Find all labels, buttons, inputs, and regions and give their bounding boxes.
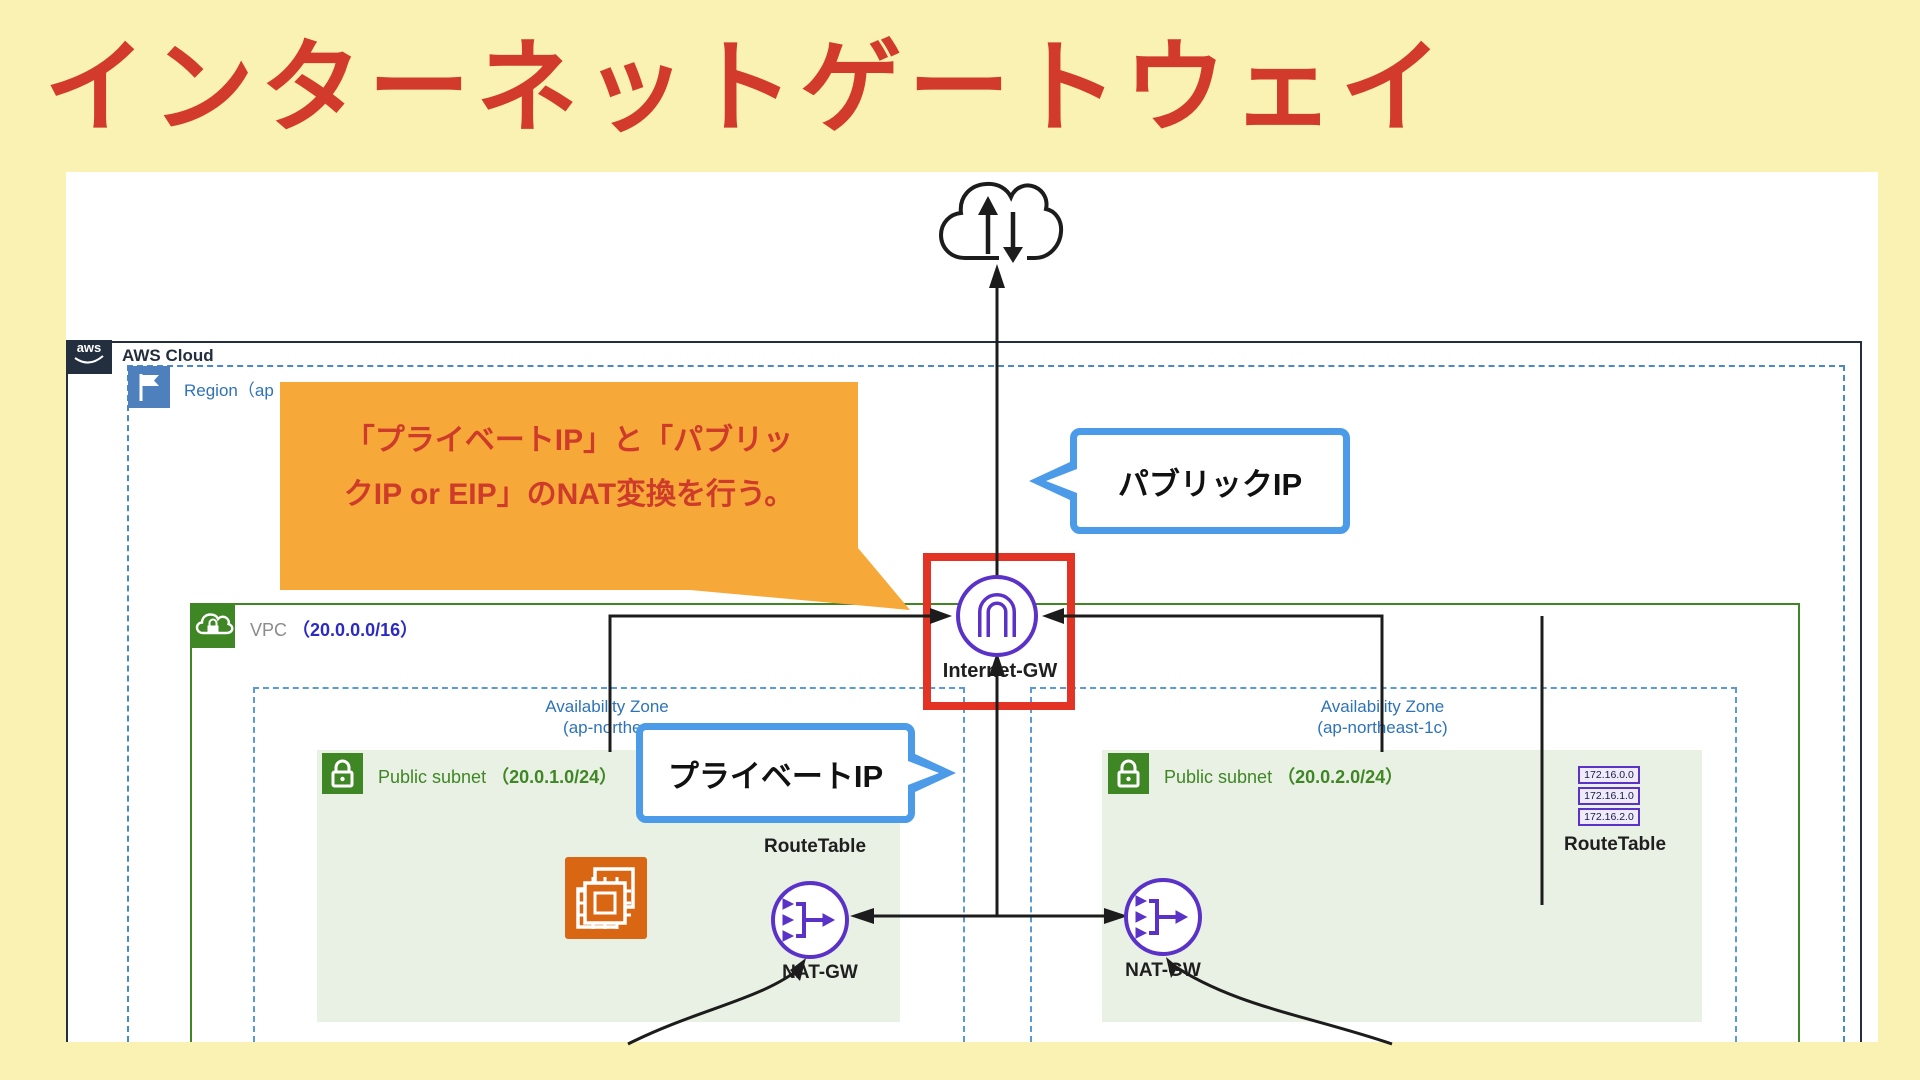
route-entry: 172.16.2.0 (1578, 808, 1640, 826)
route-table-label-right: RouteTable (1563, 834, 1667, 855)
route-table-label-left: RouteTable (763, 836, 867, 857)
route-table-entries: 172.16.0.0 172.16.1.0 172.16.2.0 (1578, 766, 1640, 829)
vpc-label: VPC （20.0.0.0/16） (250, 620, 419, 640)
nat-gw-label-right: NAT-GW (1125, 960, 1201, 981)
highlight-red-box (923, 553, 1075, 710)
availability-zone-right-container (1030, 687, 1737, 1042)
region-container (127, 365, 1845, 1042)
aws-cloud-container (66, 341, 1862, 1042)
page-title: インターネットゲートウェイ (44, 31, 1448, 145)
az-right-label: Availability Zone (ap-northeast-1c) (1317, 697, 1448, 737)
aws-cloud-label: AWS Cloud (122, 346, 214, 365)
region-label: Region（ap (184, 381, 274, 400)
aws-smile-icon (74, 355, 104, 364)
subnet-right-label: Public subnet （20.0.2.0/24） (1164, 767, 1404, 787)
private-ip-callout: プライベートIP (636, 723, 956, 823)
public-ip-callout: パブリックIP (1029, 428, 1350, 534)
aws-logo-icon: aws (66, 340, 112, 374)
vpc-cidr: （20.0.0.0/16） (292, 620, 419, 640)
region-flag-icon (128, 366, 170, 408)
route-entry: 172.16.0.0 (1578, 766, 1640, 784)
route-entry: 172.16.1.0 (1578, 787, 1640, 805)
subnet-left-label: Public subnet （20.0.1.0/24） (378, 767, 618, 787)
nat-note-text: 「プライベートIP」と「パブリッ クIP or EIP」のNAT変換を行う。 (343, 424, 795, 511)
ec2-instance-icon (565, 857, 647, 939)
subnet-lock-icon (322, 753, 363, 794)
nat-gw-label-left: NAT-GW (782, 962, 858, 983)
subnet-lock-icon (1108, 753, 1149, 794)
vpc-icon (191, 604, 235, 648)
